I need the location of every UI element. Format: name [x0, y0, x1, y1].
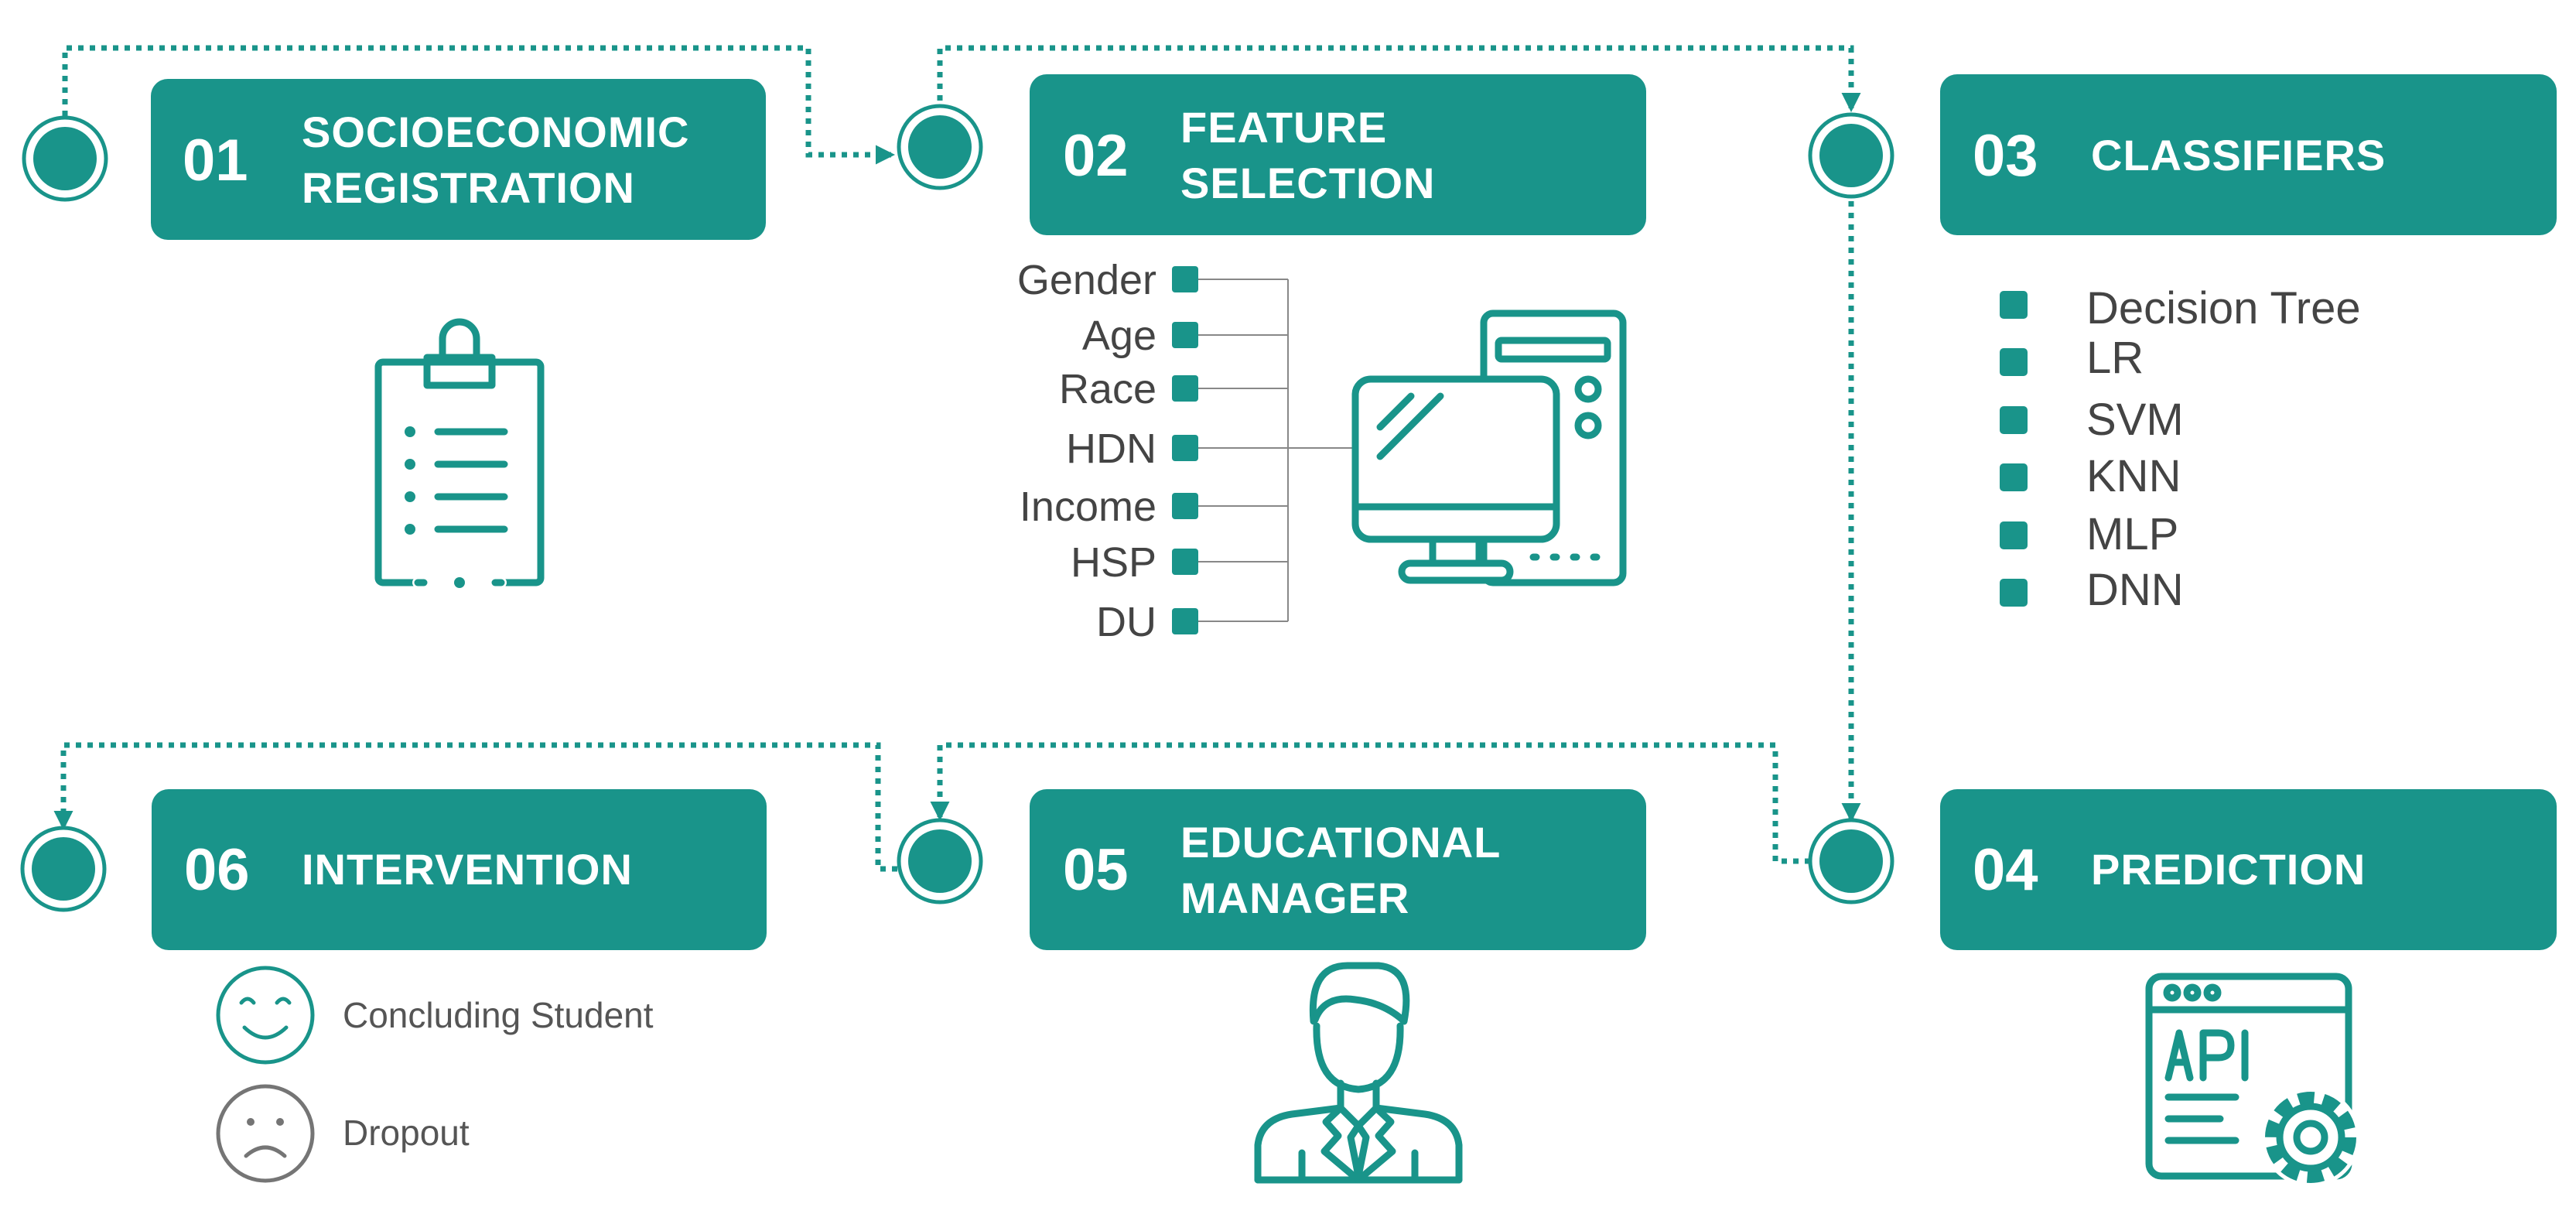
connector-02-03	[937, 45, 1861, 113]
classifier-label: MLP	[2086, 509, 2178, 559]
step-box-03: 03 CLASSIFIERS	[1940, 74, 2557, 235]
step-marker-02	[897, 104, 983, 190]
step-title-line-1: SOCIOECONOMIC	[302, 108, 689, 156]
step-box-04: 04 PREDICTION	[1940, 789, 2557, 950]
step-number: 03	[1973, 123, 2038, 189]
classifier-label: LR	[2086, 333, 2144, 383]
gear-icon	[2261, 1088, 2360, 1187]
feature-label: HDN	[1066, 426, 1156, 472]
classifier-list: Decision Tree LR SVM KNN MLP DNN	[2000, 283, 2361, 615]
step-title-line-2: MANAGER	[1180, 874, 1409, 922]
step-box-06: 06 INTERVENTION	[152, 789, 767, 950]
step-number: 04	[1973, 837, 2038, 903]
feature-label: Race	[1059, 366, 1156, 412]
feature-label: Income	[1020, 484, 1156, 530]
classifier-label: KNN	[2086, 451, 2181, 501]
feature-bullets	[1172, 266, 1198, 634]
outcome-label: Dropout	[343, 1113, 470, 1153]
connector-04-05	[930, 742, 1810, 864]
classifier-bullets	[2000, 291, 2028, 607]
step-number: 05	[1063, 837, 1129, 903]
smiling-face-icon	[216, 966, 315, 1065]
clipboard-bullets	[405, 426, 465, 588]
feature-label: Age	[1082, 313, 1156, 359]
api-settings-icon	[2145, 973, 2360, 1187]
step-title: INTERVENTION	[302, 845, 633, 894]
step-title-line-1: FEATURE	[1180, 103, 1387, 152]
step-marker-06	[20, 826, 107, 912]
step-box-05: 05 EDUCATIONAL MANAGER	[1030, 789, 1646, 950]
step-marker-01	[22, 115, 108, 202]
sad-face-icon	[216, 1084, 315, 1183]
step-title-line-2: REGISTRATION	[302, 163, 635, 212]
flow-connectors	[53, 45, 1861, 872]
feature-connector-lines	[1197, 279, 1355, 622]
step-markers	[20, 104, 1894, 912]
step-marker-05	[897, 818, 983, 904]
step-title: PREDICTION	[2091, 845, 2366, 894]
step-title: CLASSIFIERS	[2091, 131, 2386, 180]
step-number: 01	[183, 128, 248, 193]
step-title-line-2: SELECTION	[1180, 159, 1435, 207]
step-title-line-1: EDUCATIONAL	[1180, 818, 1501, 867]
step-box-02: 02 FEATURE SELECTION	[1030, 74, 1646, 235]
step-number: 02	[1063, 123, 1129, 189]
desktop-computer-icon	[1351, 309, 1627, 586]
clipboard-icon	[374, 318, 545, 588]
outcome-list: Concluding Student Dropout	[216, 966, 654, 1183]
feature-list: Gender Age Race HDN Income HSP DU	[1017, 257, 1355, 645]
outcome-label: Concluding Student	[343, 995, 654, 1035]
feature-label: HSP	[1071, 539, 1156, 586]
classifier-label: DNN	[2086, 565, 2184, 615]
classifier-label: SVM	[2086, 395, 2184, 445]
step-marker-04	[1808, 818, 1894, 904]
step-number: 06	[184, 837, 250, 903]
classifier-label: Decision Tree	[2086, 283, 2361, 333]
connector-05-06	[53, 742, 897, 872]
step-marker-03	[1808, 112, 1894, 199]
feature-label: DU	[1096, 599, 1156, 645]
feature-label: Gender	[1017, 257, 1156, 303]
manager-person-icon	[1254, 962, 1463, 1184]
step-box-01: 01 SOCIOECONOMIC REGISTRATION	[151, 79, 766, 240]
